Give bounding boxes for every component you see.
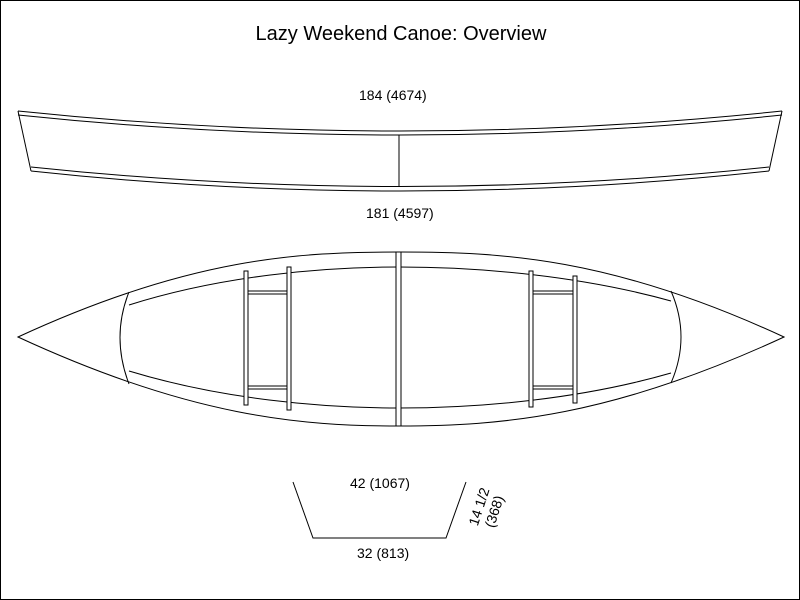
bow-seat-post-left bbox=[243, 270, 249, 406]
plan-view-outer-hull bbox=[16, 251, 786, 427]
side-view bbox=[17, 110, 783, 192]
side-view-bottom-line bbox=[30, 170, 770, 192]
side-view-chine-line bbox=[30, 166, 770, 187]
stern-seat-post-left bbox=[528, 270, 534, 408]
center-thwart bbox=[395, 251, 402, 427]
plan-view bbox=[16, 251, 786, 427]
cross-section bbox=[292, 481, 467, 539]
side-view-gunwale-line bbox=[17, 114, 783, 136]
top-width-label: 42 (1067) bbox=[350, 475, 410, 491]
bow-seat bbox=[243, 266, 292, 411]
stern-seat bbox=[528, 270, 578, 408]
side-view-sheer-line bbox=[17, 110, 783, 132]
side-view-stem-stern bbox=[768, 110, 783, 172]
drawing-title: Lazy Weekend Canoe: Overview bbox=[255, 23, 547, 45]
overall-length-label: 184 (4674) bbox=[359, 87, 427, 103]
plan-view-stern-deck bbox=[670, 290, 682, 384]
stern-seat-post-right bbox=[572, 275, 578, 404]
plan-view-bow-deck bbox=[119, 291, 130, 385]
cross-section-profile bbox=[292, 481, 467, 539]
bow-seat-post-right bbox=[286, 266, 292, 411]
side-view-stem-bow bbox=[17, 110, 32, 172]
bottom-length-label: 181 (4597) bbox=[366, 205, 434, 221]
bottom-width-label: 32 (813) bbox=[357, 545, 410, 561]
